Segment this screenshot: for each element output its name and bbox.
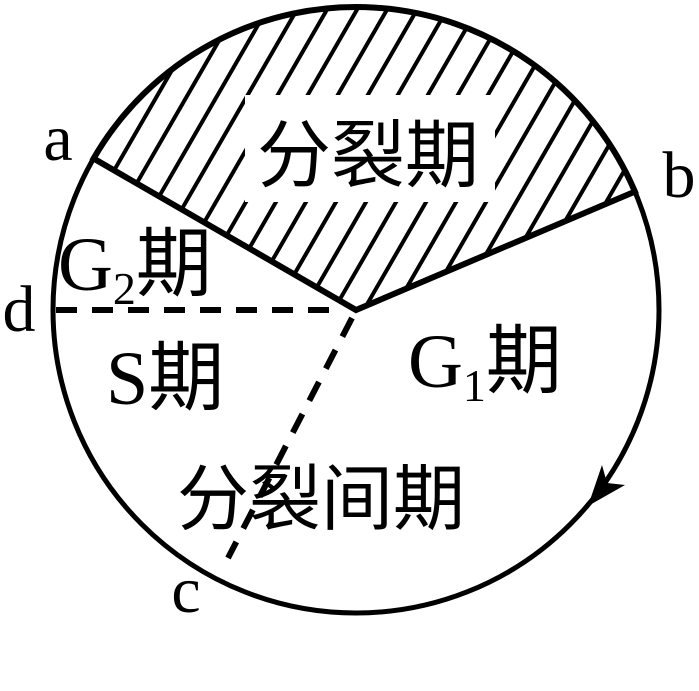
dashed-divider-c [225, 316, 355, 560]
clockwise-direction-arrow-icon [588, 465, 625, 506]
label-g2-suffix: 期 [136, 223, 212, 307]
label-point-b: b [663, 139, 696, 212]
cell-cycle-circle [50, 4, 662, 616]
label-point-c: c [171, 554, 200, 627]
label-g2-base: G [58, 223, 113, 307]
label-g2-phase: G2期 [58, 223, 212, 314]
label-g1-base: G [408, 320, 463, 404]
label-g1-suffix: 期 [486, 320, 562, 404]
label-g1-subscript: 1 [463, 360, 486, 411]
label-point-d: d [3, 273, 36, 346]
label-s-phase: S期 [106, 337, 224, 421]
label-division-phase: 分裂期 [257, 116, 479, 198]
label-g1-phase: G1期 [408, 320, 562, 411]
label-interphase: 分裂间期 [177, 460, 465, 540]
m-phase-label-box [245, 95, 495, 202]
label-g2-subscript: 2 [113, 263, 136, 314]
label-point-a: a [43, 102, 72, 175]
